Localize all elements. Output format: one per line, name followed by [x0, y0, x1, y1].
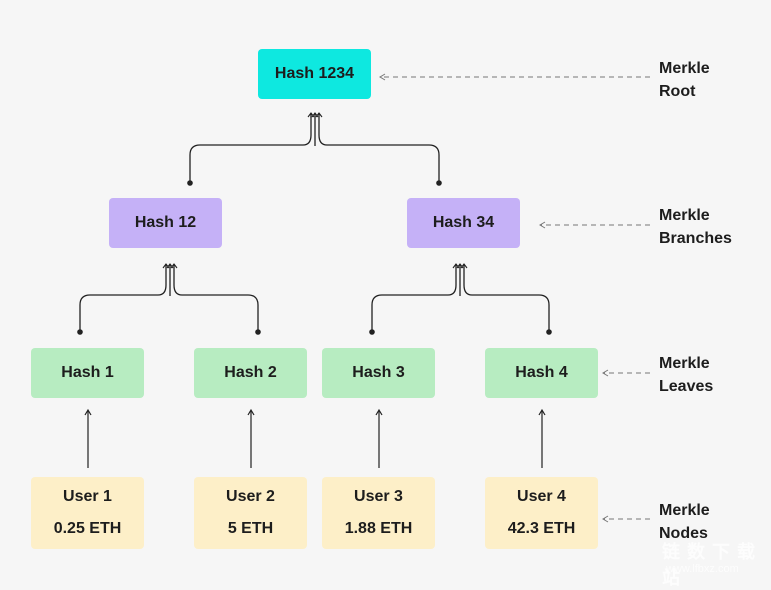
branch-node-hash34: Hash 34 [407, 198, 520, 248]
user-node-3: User 3 1.88 ETH [322, 477, 435, 549]
connector-dot [436, 180, 442, 186]
leaf-node-hash1: Hash 1 [31, 348, 144, 398]
user-amount: 5 ETH [227, 520, 274, 537]
branch34-connector [371, 264, 550, 332]
label-line: Branches [659, 230, 732, 247]
user-amount: 1.88 ETH [344, 520, 413, 537]
leaf-node-hash2: Hash 2 [194, 348, 307, 398]
label-line: Merkle [659, 60, 710, 77]
merkle-root-label: Merkle Root [659, 57, 710, 103]
connector-dot [187, 180, 193, 186]
user-node-4: User 4 42.3 ETH [485, 477, 598, 549]
label-line: Merkle [659, 207, 710, 224]
leaf-node-hash4: Hash 4 [485, 348, 598, 398]
node-label: Hash 2 [224, 364, 277, 381]
label-line: Merkle [659, 502, 710, 519]
node-label: Hash 1 [61, 364, 114, 381]
branch12-connector [79, 264, 259, 332]
root-connector [189, 113, 440, 183]
node-label: Hash 4 [515, 364, 568, 381]
leaf-node-hash3: Hash 3 [322, 348, 435, 398]
watermark-url: www.lfbxz.com [666, 563, 739, 575]
user-amount: 0.25 ETH [53, 520, 122, 537]
watermark-text: 链 数 下 载 站 [662, 542, 757, 588]
merkle-leaves-label: Merkle Leaves [659, 352, 713, 398]
node-label: Hash 3 [352, 364, 405, 381]
label-pointers [380, 76, 650, 520]
node-label: Hash 34 [432, 214, 495, 231]
merkle-nodes-label: Merkle Nodes [659, 499, 710, 545]
connector-dot [77, 329, 83, 335]
branch-node-hash12: Hash 12 [109, 198, 222, 248]
node-label: Hash 1234 [274, 65, 355, 82]
label-line: Merkle [659, 355, 710, 372]
user-node-1: User 1 0.25 ETH [31, 477, 144, 549]
connector-dot [546, 329, 552, 335]
user-node-2: User 2 5 ETH [194, 477, 307, 549]
user-name: User 1 [63, 488, 112, 505]
user-name: User 2 [226, 488, 275, 505]
user-name: User 4 [517, 488, 566, 505]
merkle-root-node: Hash 1234 [258, 49, 371, 99]
label-line: Leaves [659, 378, 714, 395]
merkle-branches-label: Merkle Branches [659, 204, 732, 250]
label-line: Nodes [659, 525, 708, 542]
user-arrows [84, 408, 546, 468]
user-name: User 3 [354, 488, 403, 505]
connector-dot [255, 329, 261, 335]
node-label: Hash 12 [134, 214, 197, 231]
user-amount: 42.3 ETH [507, 520, 576, 537]
connector-dot [369, 329, 375, 335]
label-line: Root [659, 83, 696, 100]
